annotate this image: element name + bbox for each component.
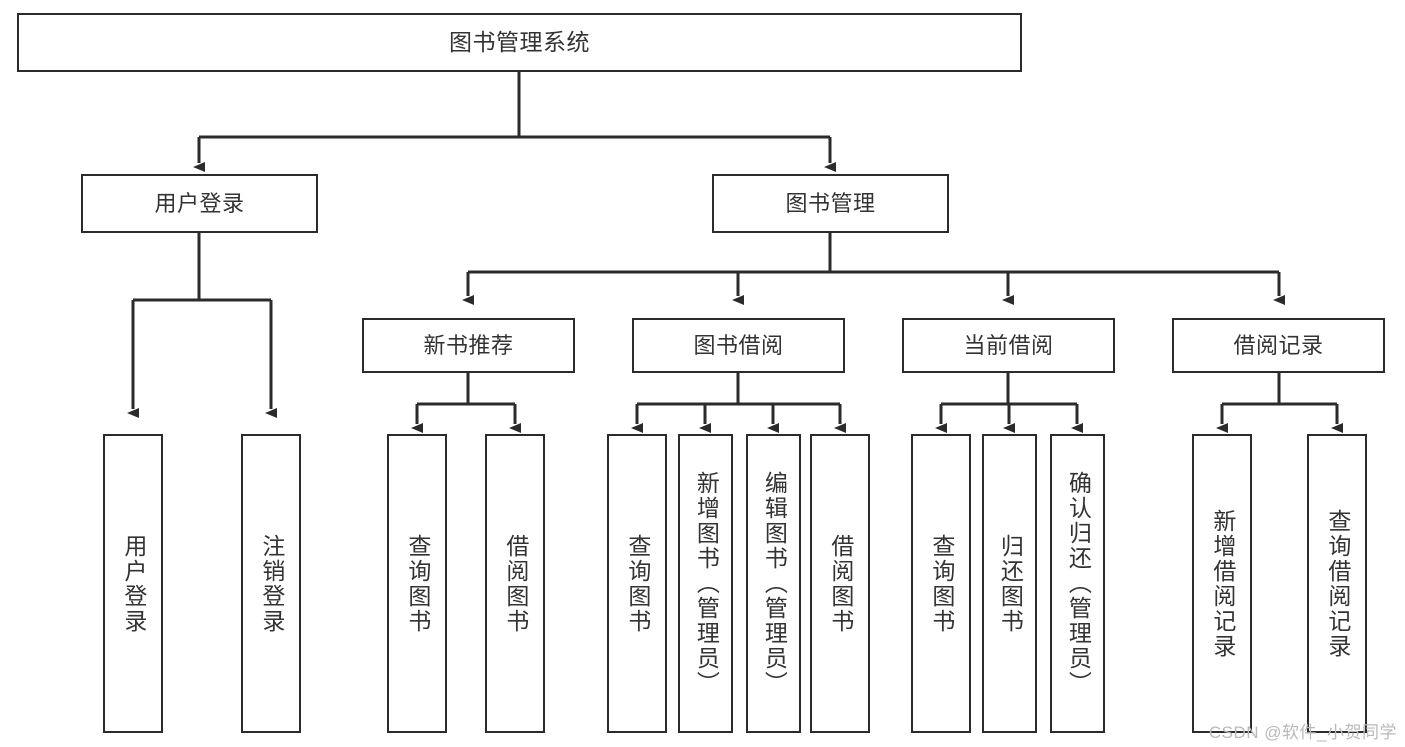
node-label: 确认归还（管理员） (1065, 471, 1092, 696)
node-label: 图书管理 (785, 190, 876, 216)
node-label: 编辑图书（管理员） (761, 471, 788, 696)
node-new-book-recommend[interactable]: 新书推荐 (362, 318, 575, 373)
node-label: 归还图书 (997, 533, 1024, 634)
node-label: 图书管理系统 (449, 29, 590, 55)
node-label: 新书推荐 (423, 332, 514, 358)
leaf-user-login-logout[interactable]: 注销登录 (241, 434, 301, 733)
node-current-borrow[interactable]: 当前借阅 (902, 318, 1115, 373)
leaf-current-borrow-return[interactable]: 归还图书 (982, 434, 1037, 733)
node-label: 查询图书 (928, 533, 955, 634)
node-label: 查询图书 (624, 533, 651, 634)
node-user-login[interactable]: 用户登录 (81, 174, 318, 233)
node-label: 用户登录 (154, 190, 245, 216)
csdn-watermark: CSDN @软件_小贺同学 (1208, 723, 1397, 742)
leaf-user-login-login[interactable]: 用户登录 (103, 434, 163, 733)
leaf-book-borrow-edit[interactable]: 编辑图书（管理员） (746, 434, 801, 733)
node-label: 新增借阅记录 (1209, 508, 1236, 659)
node-label: 查询图书 (404, 533, 431, 634)
node-label: 新增图书（管理员） (693, 471, 720, 696)
node-label: 借阅图书 (827, 533, 854, 634)
leaf-new-book-borrow[interactable]: 借阅图书 (485, 434, 545, 733)
node-label: 当前借阅 (963, 332, 1054, 358)
leaf-current-borrow-query[interactable]: 查询图书 (911, 434, 971, 733)
node-label: 用户登录 (120, 533, 147, 634)
node-book-borrow[interactable]: 图书借阅 (632, 318, 845, 373)
leaf-borrow-record-add[interactable]: 新增借阅记录 (1192, 434, 1252, 733)
leaf-book-borrow-borrow[interactable]: 借阅图书 (810, 434, 870, 733)
node-label: 注销登录 (258, 533, 285, 634)
node-label: 图书借阅 (693, 332, 784, 358)
node-root-book-management-system[interactable]: 图书管理系统 (17, 13, 1022, 72)
node-borrow-record[interactable]: 借阅记录 (1172, 318, 1385, 373)
leaf-book-borrow-query[interactable]: 查询图书 (607, 434, 667, 733)
node-label: 借阅记录 (1233, 332, 1324, 358)
leaf-borrow-record-query[interactable]: 查询借阅记录 (1307, 434, 1367, 733)
node-label: 查询借阅记录 (1324, 508, 1351, 659)
leaf-new-book-query[interactable]: 查询图书 (387, 434, 447, 733)
leaf-current-borrow-confirm-return[interactable]: 确认归还（管理员） (1050, 434, 1105, 733)
node-label: 借阅图书 (502, 533, 529, 634)
leaf-book-borrow-add[interactable]: 新增图书（管理员） (678, 434, 733, 733)
node-book-management[interactable]: 图书管理 (712, 174, 949, 233)
